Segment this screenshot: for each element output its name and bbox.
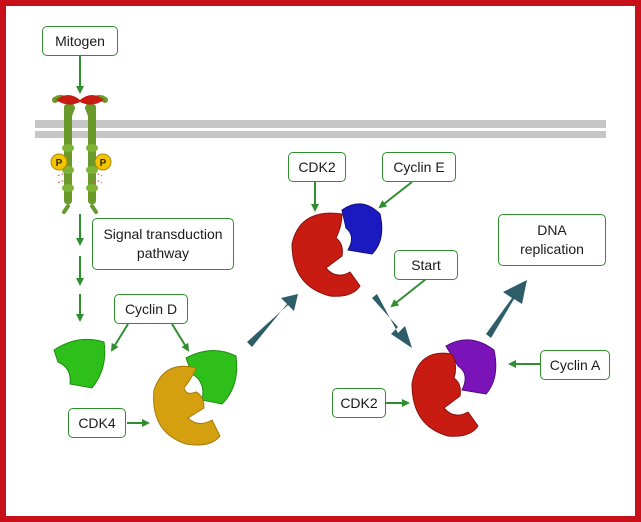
phosphate-right bbox=[94, 153, 112, 171]
cdk4-shape bbox=[153, 365, 221, 446]
cyclin-e-label: Cyclin E bbox=[382, 152, 456, 182]
cyclin-d-label: Cyclin D bbox=[114, 294, 188, 324]
cyclin-a-label: Cyclin A bbox=[540, 350, 610, 380]
cyclin-d-bound bbox=[185, 350, 238, 405]
phosphate-left bbox=[50, 153, 68, 171]
dna-replication-label: DNA replication bbox=[498, 214, 606, 266]
connector-arrows bbox=[76, 56, 540, 427]
start-label: Start bbox=[394, 250, 458, 280]
flow-arrow-to-cdk2-cyclin-a bbox=[372, 294, 412, 348]
cdk2-bottom-label: CDK2 bbox=[332, 388, 386, 418]
phosphate-left-label: P bbox=[56, 158, 63, 169]
cyclin-d-free bbox=[53, 338, 106, 389]
cyclin-d-arrow-right bbox=[171, 323, 190, 352]
phosphate-right-label: P bbox=[100, 158, 107, 169]
start-arrow bbox=[390, 278, 427, 308]
flow-arrow-to-dna-replication bbox=[486, 280, 527, 338]
cyclin-d-arrow-left bbox=[110, 323, 129, 352]
cell-membrane bbox=[35, 120, 606, 138]
cyclin-a-shape bbox=[445, 339, 497, 395]
cdk2-top-label: CDK2 bbox=[288, 152, 346, 182]
mitogen-label: Mitogen bbox=[42, 26, 118, 56]
mitogen-ligand bbox=[56, 95, 104, 105]
cdk4-label: CDK4 bbox=[68, 408, 126, 438]
cyclin-e-arrow bbox=[378, 181, 413, 209]
cyclin-e-shape bbox=[341, 203, 383, 255]
flow-arrows bbox=[247, 280, 527, 348]
cdk2-shape-bottom bbox=[411, 352, 479, 437]
signal-transduction-label: Signal transduction pathway bbox=[92, 218, 234, 270]
phosphorylation-marks: P P bbox=[50, 153, 112, 184]
cdk2-shape-top bbox=[291, 212, 361, 297]
flow-arrow-to-cdk2-cyclin-e bbox=[247, 294, 298, 347]
